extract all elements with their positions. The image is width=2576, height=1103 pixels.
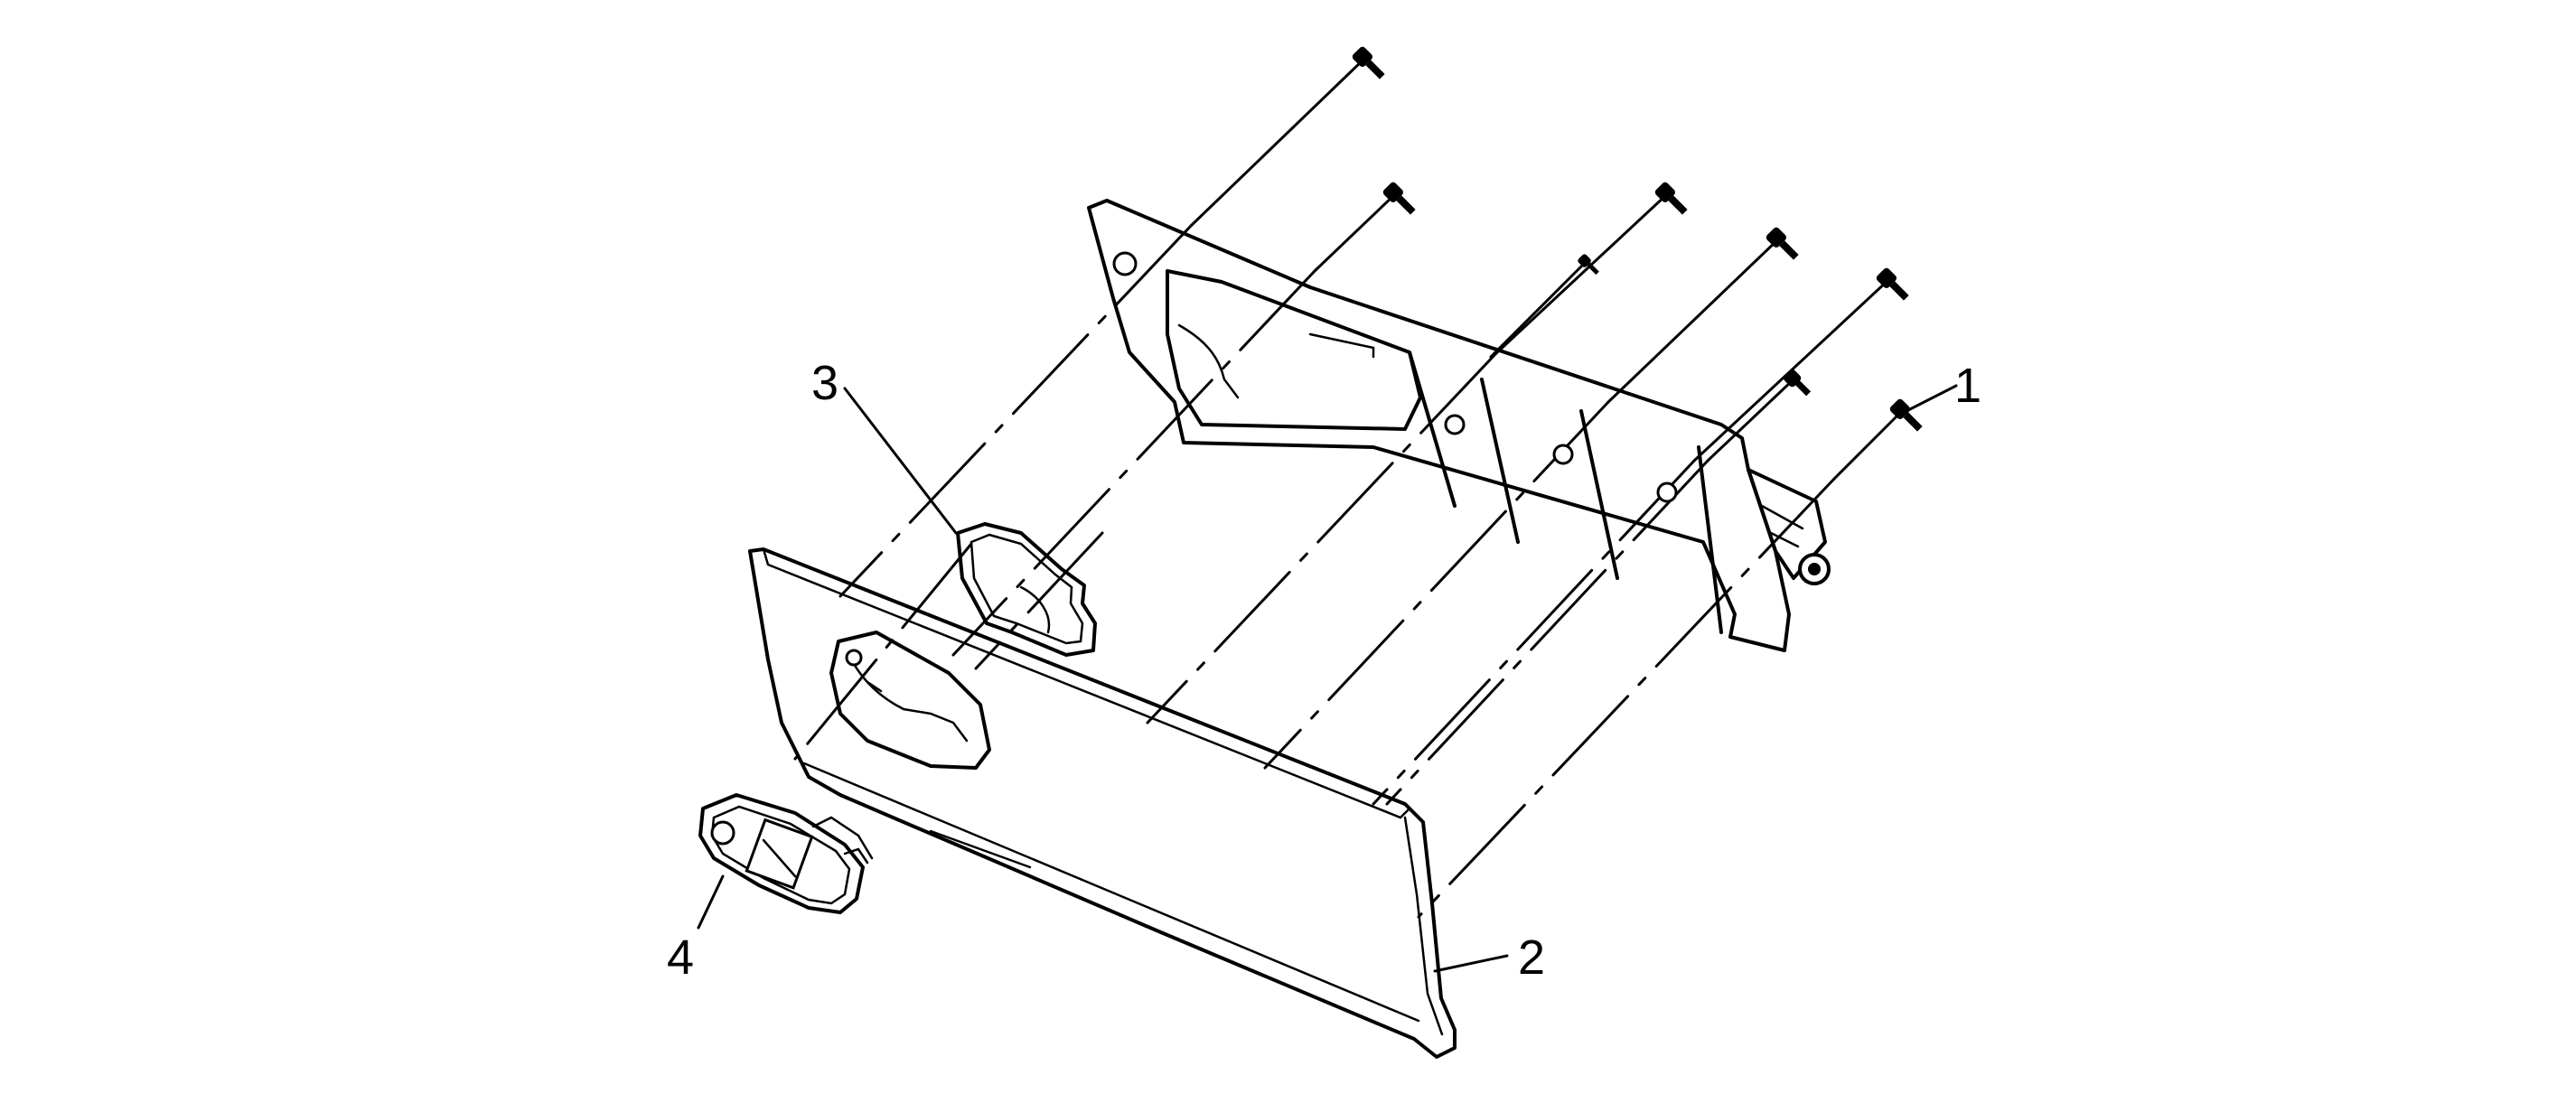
screw <box>1889 398 1923 432</box>
inner-panel <box>1087 199 1791 652</box>
callout-1: 1 <box>1954 359 1981 413</box>
callout-leaders <box>697 384 1958 973</box>
screw <box>1654 182 1688 215</box>
hinge-bracket <box>1747 468 1831 585</box>
glove-box-door <box>748 547 1457 1059</box>
leader-2 <box>1433 954 1509 973</box>
screw <box>1876 267 1909 301</box>
screw <box>1783 369 1812 397</box>
assembly-lines <box>793 57 1904 919</box>
leader-3 <box>843 387 958 535</box>
callout-labels: 1 2 3 4 <box>667 356 1981 985</box>
latch-gasket <box>956 522 1097 657</box>
leader-4 <box>697 874 725 930</box>
screw <box>1352 46 1385 79</box>
callout-2: 2 <box>1518 930 1545 985</box>
screw <box>1766 227 1799 260</box>
screw <box>1382 182 1416 215</box>
screw-set <box>1352 46 1923 432</box>
screw <box>1578 254 1599 276</box>
latch-handle <box>698 793 874 914</box>
leader-1 <box>1905 384 1958 413</box>
callout-3: 3 <box>811 356 838 410</box>
callout-4: 4 <box>667 930 694 985</box>
